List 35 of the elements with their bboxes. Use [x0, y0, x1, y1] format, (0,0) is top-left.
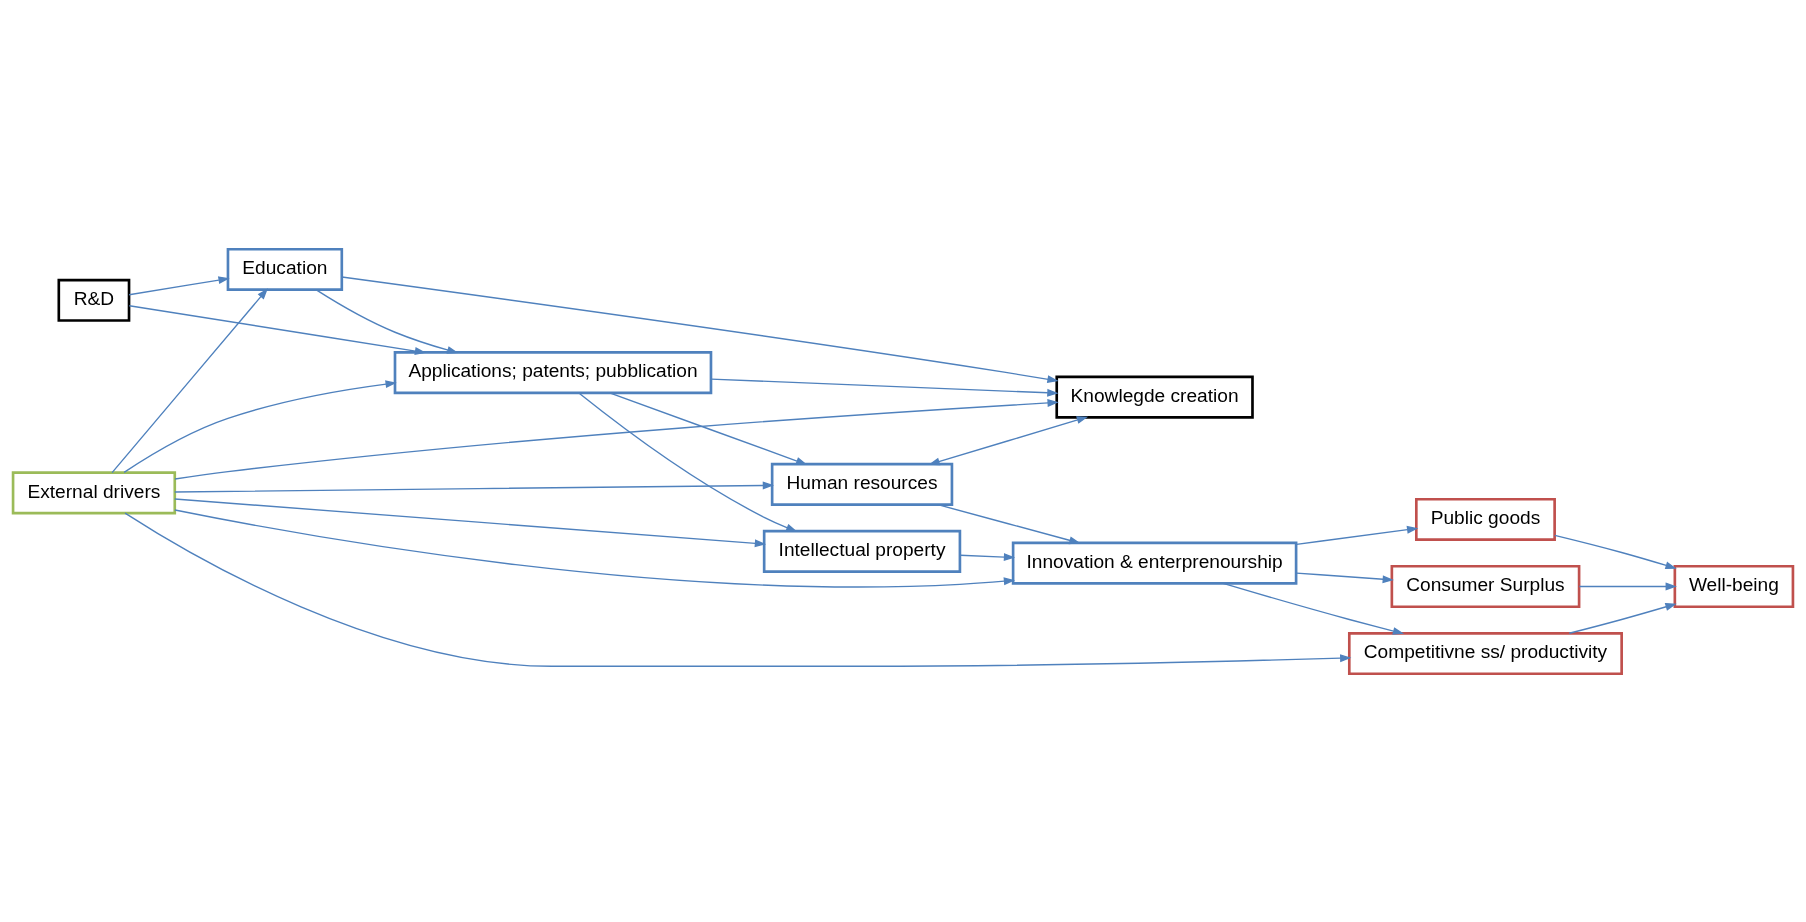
node-box: Public goods: [1415, 497, 1556, 541]
node-box: Knowlegde creation: [1055, 375, 1254, 419]
arrow: [174, 481, 775, 493]
arrow: [174, 398, 1059, 480]
node-box: Competitivne ss/ productivity: [1347, 631, 1623, 675]
arrow: [341, 275, 1059, 383]
arrow: [315, 288, 459, 354]
node-box: Innovation & enterprenourship: [1011, 541, 1298, 585]
node-box: External drivers: [11, 470, 177, 514]
node-box: Applications; patents; pubblication: [393, 350, 713, 394]
arrow: [128, 304, 427, 355]
arrow: [928, 415, 1089, 465]
arrow: [1578, 582, 1677, 590]
arrow: [123, 379, 397, 473]
node-box: Intellectual property: [762, 529, 962, 573]
node-box: Education: [226, 247, 344, 291]
arrow: [1295, 525, 1419, 545]
arrow: [1554, 534, 1677, 569]
arrow: [128, 275, 230, 295]
arrow: [937, 503, 1081, 544]
arrow: [124, 511, 1352, 667]
node-box: Human resources: [770, 462, 954, 506]
node-box: Well-being: [1673, 564, 1795, 608]
arrow: [710, 377, 1059, 397]
arrow: [174, 508, 1016, 588]
arrow: [578, 391, 798, 532]
arrow: [1295, 571, 1394, 583]
node-box: R&D: [57, 278, 131, 322]
arrow: [1222, 582, 1405, 635]
node-box: Consumer Surplus: [1390, 564, 1581, 608]
arrow: [174, 497, 767, 547]
arrow: [111, 287, 268, 473]
arrow: [1568, 602, 1677, 634]
arrow: [608, 391, 808, 465]
arrow: [959, 552, 1016, 561]
